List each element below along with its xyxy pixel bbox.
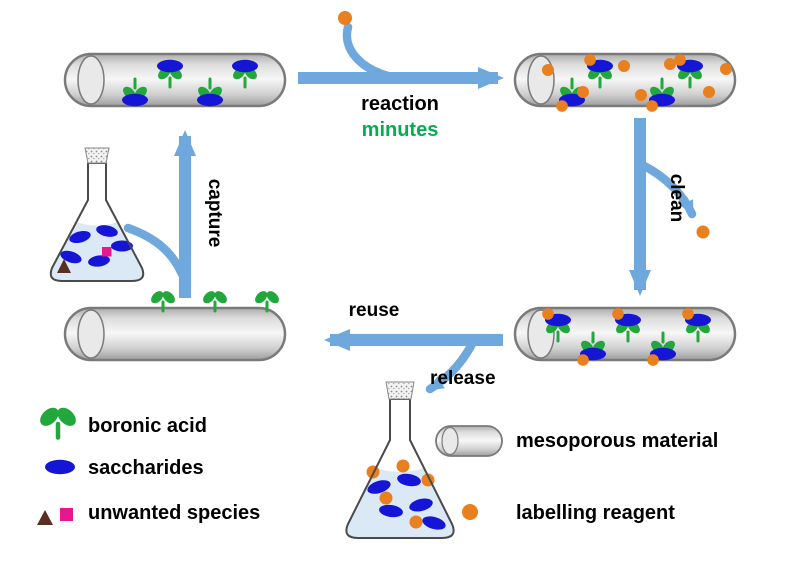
label-clean: clean bbox=[666, 174, 687, 223]
flask-plug bbox=[385, 381, 415, 400]
legend-saccharides-label: saccharides bbox=[88, 457, 204, 479]
label-reuse: reuse bbox=[349, 300, 400, 321]
labelling-reagent-dot-top bbox=[338, 11, 352, 25]
capture-step: capture bbox=[123, 130, 225, 298]
legend-mesoporous-material: mesoporous material bbox=[435, 425, 718, 457]
reuse-release-step: reuse release bbox=[324, 300, 503, 394]
unwanted-square-flask bbox=[102, 247, 112, 257]
legend-unwanted-species-label: unwanted species bbox=[88, 502, 260, 524]
label-minutes: minutes bbox=[362, 119, 439, 141]
unwanted-triangle-flask bbox=[57, 259, 71, 273]
cylinder-captured-saccharides bbox=[63, 52, 287, 108]
free-reagent-dots bbox=[542, 58, 732, 101]
legend-unwanted-species: unwanted species bbox=[37, 502, 260, 525]
labelling-reagent-icon bbox=[462, 504, 478, 520]
legend-mesoporous-material-label: mesoporous material bbox=[516, 430, 718, 452]
reaction-step: reaction minutes bbox=[298, 11, 504, 141]
release-flask bbox=[345, 381, 455, 539]
reagent-addition-curve bbox=[342, 22, 397, 82]
mesoporous-cylinder-end bbox=[441, 426, 459, 456]
label-reaction: reaction bbox=[361, 93, 439, 115]
legend-labelling-reagent: labelling reagent bbox=[462, 502, 675, 524]
unwanted-triangle-icon bbox=[37, 510, 53, 525]
boronic-acid-icon bbox=[37, 404, 80, 437]
released-saccharides bbox=[367, 473, 446, 530]
legend-boronic-acid-label: boronic acid bbox=[88, 415, 207, 437]
legend: boronic acid saccharides unwanted specie… bbox=[37, 404, 718, 525]
release-curve bbox=[425, 339, 477, 394]
saccharide-icon bbox=[45, 459, 75, 475]
cylinder-labelling-reaction bbox=[513, 52, 737, 112]
label-release: release bbox=[430, 368, 496, 389]
label-capture: capture bbox=[204, 179, 225, 248]
waste-removal-curve bbox=[635, 159, 697, 219]
sample-flask bbox=[49, 147, 145, 282]
legend-saccharides: saccharides bbox=[45, 457, 204, 479]
legend-boronic-acid: boronic acid bbox=[37, 404, 207, 437]
legend-labelling-reagent-label: labelling reagent bbox=[516, 502, 675, 524]
unwanted-square-icon bbox=[60, 508, 73, 521]
flask-plug bbox=[84, 147, 110, 164]
waste-reagent-dot bbox=[696, 225, 710, 239]
cylinder-labelled-product bbox=[513, 306, 737, 366]
clean-step: clean bbox=[629, 118, 710, 296]
cylinder-regenerated bbox=[63, 287, 287, 362]
sample-saccharides bbox=[60, 225, 133, 267]
